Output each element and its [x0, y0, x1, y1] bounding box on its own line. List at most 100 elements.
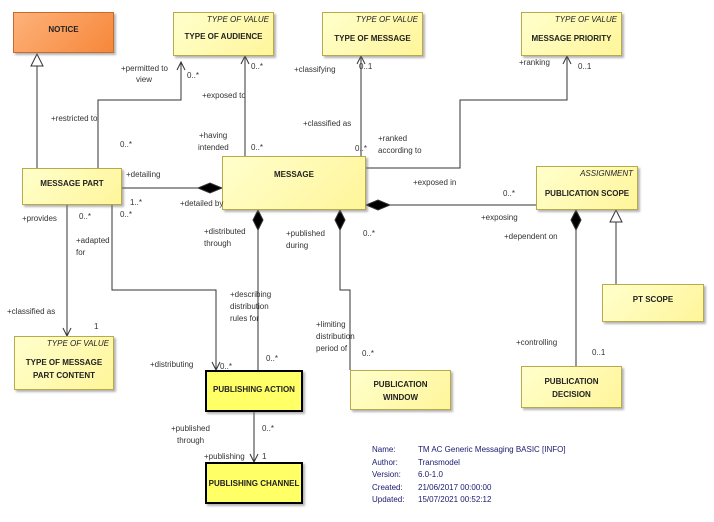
- class-type-of-message[interactable]: TYPE OF VALUE TYPE OF MESSAGE: [322, 12, 423, 56]
- role-classifying: +classifying: [294, 65, 336, 74]
- role-limiting-period-2: distribution: [316, 332, 355, 341]
- diagram-info: Name: TM AC Generic Messaging BASIC [INFO…: [372, 444, 566, 507]
- class-name-line-1: PUBLICATION: [373, 380, 428, 389]
- mult-provides: 0..*: [79, 212, 92, 221]
- role-distributing: +distributing: [150, 360, 194, 369]
- role-adapted-for: +adapted: [76, 236, 110, 245]
- role-describing-rules: +describing: [230, 290, 272, 299]
- role-classified-as: +classified as: [303, 119, 352, 128]
- assoc-messagepart-action: [111, 205, 217, 370]
- role-detailed-by: +detailed by: [180, 199, 224, 208]
- mult-classifying: 0..1: [359, 62, 373, 71]
- class-message[interactable]: MESSAGE: [222, 156, 366, 210]
- role-publishing: +publishing: [204, 452, 245, 461]
- role-detailing: +detailing: [126, 170, 161, 179]
- mult-audience-1: 0..*: [187, 71, 200, 80]
- stereotype-label: TYPE OF VALUE: [46, 339, 109, 348]
- role-published-through: +published: [171, 424, 210, 433]
- mult-published: 0..*: [363, 229, 376, 238]
- class-name: TYPE OF AUDIENCE: [184, 32, 263, 41]
- arrow-audience-2: [240, 54, 250, 65]
- class-message-priority[interactable]: TYPE OF VALUE MESSAGE PRIORITY: [521, 12, 622, 56]
- class-publishing-channel[interactable]: PUBLISHING CHANNEL: [205, 462, 303, 504]
- mult-describing: 0..*: [266, 354, 279, 363]
- class-pt-scope[interactable]: PT SCOPE: [602, 284, 704, 322]
- class-type-of-message-part-content[interactable]: TYPE OF VALUE TYPE OF MESSAGE PART CONTE…: [14, 336, 114, 390]
- mult-detailing: 1..*: [130, 198, 143, 207]
- class-name-line-2: DECISION: [552, 390, 591, 399]
- role-having-intended: +having: [199, 131, 228, 140]
- mult-having: 0..*: [251, 143, 264, 152]
- stereotype-label: TYPE OF VALUE: [206, 15, 269, 24]
- diamond-message-scope: [364, 199, 392, 211]
- class-name: TYPE OF MESSAGE: [334, 34, 411, 43]
- role-adapted-for-2: for: [76, 248, 86, 257]
- mult-ranking: 0..1: [578, 62, 592, 71]
- mult-limiting: 0..*: [362, 349, 375, 358]
- role-having-intended-2: intended: [198, 143, 229, 152]
- arrow-priority: [562, 54, 572, 65]
- role-permitted-to-view-2: view: [136, 75, 153, 84]
- role-permitted-to-view: +permitted to: [121, 64, 168, 73]
- mult-restricted: 0..*: [120, 140, 133, 149]
- class-name-line-1: PUBLICATION: [544, 377, 599, 386]
- class-notice[interactable]: NOTICE: [13, 12, 114, 53]
- generalization-arrowhead-scope: [609, 208, 623, 223]
- role-classified-as-content: +classified as: [7, 307, 56, 316]
- class-name: PUBLICATION SCOPE: [544, 189, 630, 198]
- mult-adapted: 0..*: [120, 210, 133, 219]
- info-value: 21/06/2017 00:00:00: [418, 482, 492, 492]
- info-key: Name:: [372, 445, 396, 454]
- role-provides: +provides: [22, 214, 57, 223]
- class-name: MESSAGE PRIORITY: [531, 34, 612, 43]
- class-name-line-1: TYPE OF MESSAGE: [25, 358, 103, 367]
- class-name-line-2: WINDOW: [382, 393, 419, 402]
- role-controlling: +controlling: [516, 338, 558, 347]
- info-key: Created:: [372, 482, 403, 492]
- assoc-message-priority: [366, 56, 568, 169]
- mult-controlling: 0..1: [592, 348, 606, 357]
- info-key: Version:: [372, 470, 401, 479]
- mult-classified: 0..*: [355, 144, 368, 153]
- mult-distributing: 0..*: [220, 362, 233, 371]
- stereotype-label: ASSIGNMENT: [580, 169, 633, 178]
- class-publication-window[interactable]: PUBLICATION WINDOW: [350, 370, 451, 410]
- mult-audience-2: 0..*: [251, 62, 264, 71]
- role-limiting-period-3: period of: [316, 344, 348, 353]
- info-value: 15/07/2021 00:52:12: [418, 495, 492, 504]
- role-exposed-in: +exposed in: [413, 178, 457, 187]
- class-publication-decision[interactable]: PUBLICATION DECISION: [521, 366, 622, 408]
- role-distributed-through: +distributed: [204, 227, 246, 236]
- class-name: PUBLISHING ACTION: [213, 385, 295, 394]
- stereotype-label: TYPE OF VALUE: [355, 15, 418, 24]
- stereotype-label: TYPE OF VALUE: [554, 15, 617, 24]
- info-key: Updated:: [372, 495, 405, 504]
- role-describing-rules-2: distribution: [230, 302, 269, 311]
- assoc-messagepart-audience: [97, 62, 182, 168]
- role-published-through-2: through: [177, 436, 205, 445]
- info-key: Author:: [372, 457, 398, 467]
- role-exposing: +exposing: [481, 213, 518, 222]
- role-published-during: +published: [286, 229, 325, 238]
- role-ranked-according-2: according to: [378, 146, 422, 155]
- role-ranking: +ranking: [519, 58, 550, 67]
- class-notice-name: NOTICE: [48, 25, 79, 34]
- class-publishing-action[interactable]: PUBLISHING ACTION: [205, 370, 303, 412]
- info-value: 6.0-1.0: [418, 470, 443, 479]
- class-message-part[interactable]: MESSAGE PART: [22, 168, 122, 205]
- role-ranked-according: +ranked: [378, 134, 408, 143]
- diamond-scope-decision: [570, 208, 582, 232]
- arrow-audience-1: [176, 60, 186, 71]
- class-publication-scope[interactable]: ASSIGNMENT PUBLICATION SCOPE: [536, 166, 638, 210]
- diamond-message-action: [252, 208, 264, 232]
- class-type-of-audience[interactable]: TYPE OF VALUE TYPE OF AUDIENCE: [173, 12, 274, 56]
- mult-content: 1: [94, 322, 99, 331]
- mult-published-through: 0..*: [262, 424, 275, 433]
- mult-publishing: 1: [262, 452, 267, 461]
- class-name: MESSAGE: [273, 170, 314, 179]
- mult-exposed-in: 0..*: [503, 189, 516, 198]
- info-value: TM AC Generic Messaging BASIC [INFO]: [418, 445, 566, 454]
- class-name: MESSAGE PART: [40, 179, 104, 188]
